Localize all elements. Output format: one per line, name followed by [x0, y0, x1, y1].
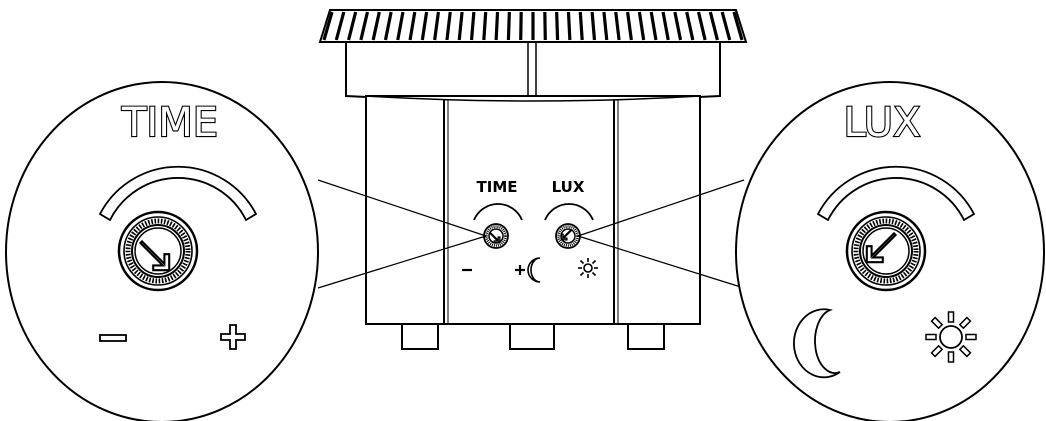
grille-rib: [614, 11, 621, 41]
grille-rib: [457, 11, 464, 41]
grille-rib: [685, 11, 695, 41]
grille-rib: [590, 11, 597, 41]
grille-rib: [555, 11, 560, 41]
grille-rib: [371, 11, 381, 41]
grille-rib: [673, 11, 683, 41]
lux-scale-arc: [816, 165, 976, 222]
plus-icon: [220, 324, 246, 350]
grille-rib: [696, 11, 707, 41]
device-sun-icon: [578, 258, 598, 278]
time-scale-arc: [98, 165, 258, 222]
sun-icon: [925, 311, 977, 363]
grille-rib: [347, 11, 358, 41]
device-plus-icon: [515, 265, 525, 275]
grille-rib: [578, 11, 584, 41]
grille-rib: [720, 11, 732, 41]
grille-rib: [420, 11, 429, 41]
grille-rib: [637, 11, 646, 41]
grille-rib: [661, 11, 670, 41]
grille-rib: [433, 11, 440, 41]
grille-rib: [602, 11, 609, 41]
grille-rib: [359, 11, 370, 41]
leader-lines: [317, 179, 745, 289]
grille-rib: [445, 11, 452, 41]
lux-zoom-callout: LUX: [735, 81, 1045, 421]
grille-rib: [506, 11, 511, 41]
device-time-label: TIME: [477, 178, 518, 196]
device-lux-label: LUX: [552, 178, 585, 196]
minus-icon: [99, 334, 127, 342]
grille-rib: [408, 11, 417, 41]
device-moon-icon: [527, 257, 541, 283]
lux-zoom-label: LUX: [844, 100, 921, 146]
grille-rib: [566, 11, 572, 41]
grille-rib: [396, 11, 405, 41]
grille-cap: [318, 9, 748, 43]
grille-rib: [494, 11, 500, 41]
grille-rib: [482, 11, 488, 41]
time-zoom-label: TIME: [121, 100, 218, 146]
moon-icon: [793, 308, 841, 379]
grille-rib: [383, 11, 393, 41]
grille-rib: [469, 11, 476, 41]
grille-rib: [649, 11, 658, 41]
motion-sensor-device: TIME LUX: [318, 9, 748, 350]
time-zoom-callout: TIME: [5, 81, 319, 421]
grille-rib: [732, 11, 744, 41]
grille-rib: [334, 11, 346, 41]
grille-rib: [626, 11, 633, 41]
grille-rib: [708, 11, 719, 41]
grille-rib: [322, 11, 334, 41]
